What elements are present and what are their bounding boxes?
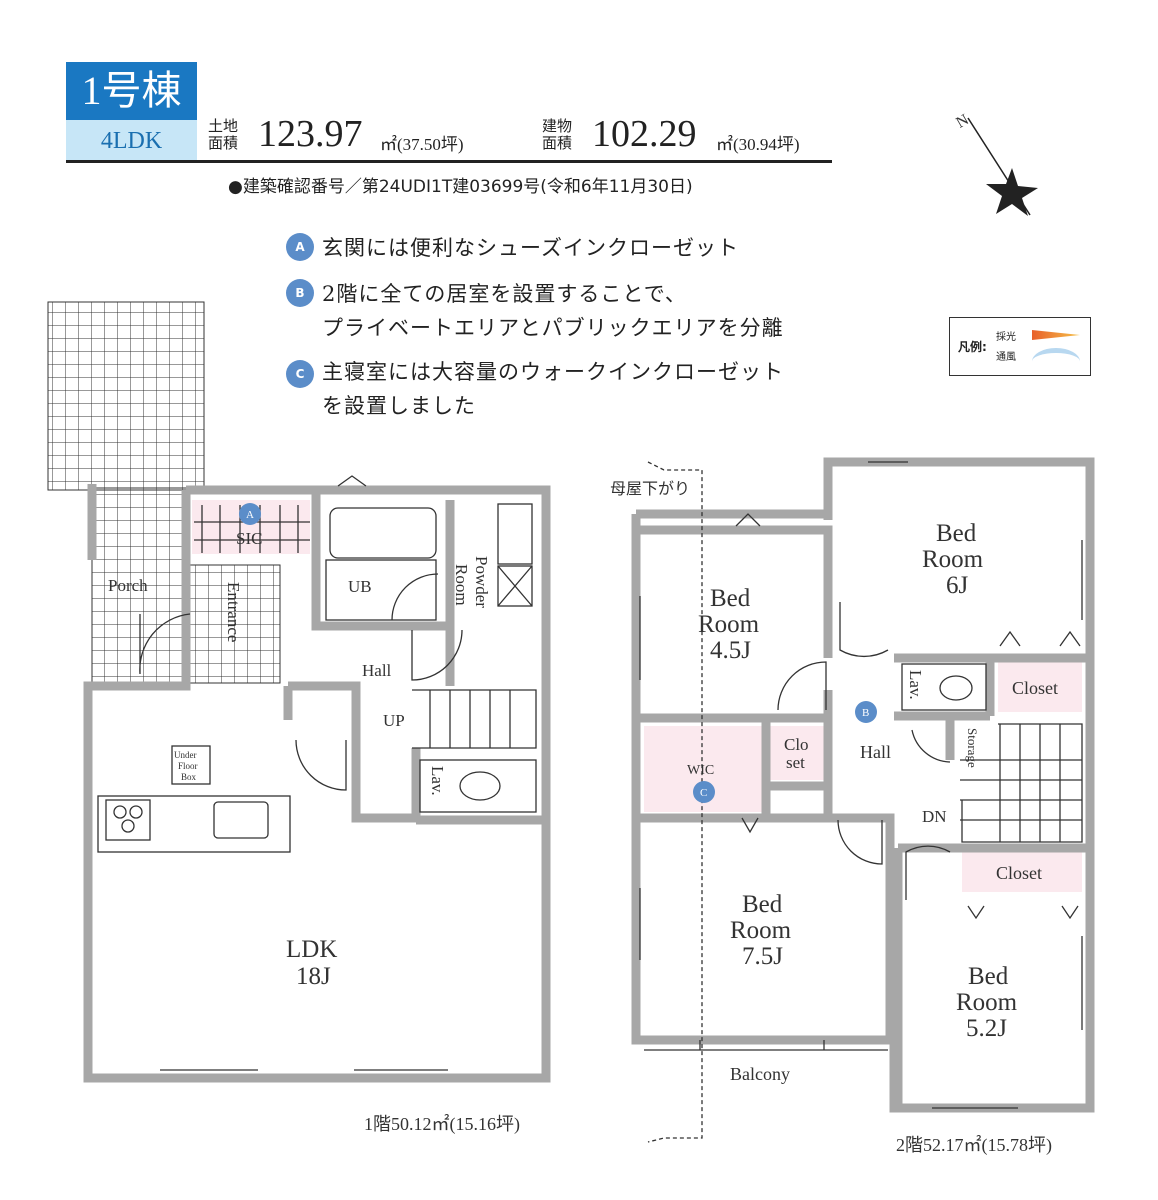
porch-tiles: [47, 301, 205, 491]
legend-title: 凡例:: [958, 340, 987, 354]
stair-down: DN: [922, 807, 947, 826]
room-bed-4-5j: Room: [698, 611, 760, 638]
room-bed-5-2j: Room: [956, 989, 1018, 1016]
room-sic: SIC: [236, 529, 262, 548]
header-rule: [66, 160, 832, 163]
room-bed-7-5j: Bed: [742, 891, 783, 918]
balcony: Balcony: [730, 1064, 790, 1084]
marker-b-plan: B: [862, 707, 869, 719]
label-line: 建物: [542, 117, 573, 135]
room-bed-4-5j: Bed: [710, 585, 751, 612]
floor2-area: 2階52.17㎡(15.78坪): [896, 1134, 1052, 1156]
room-lav-2f: Lav.: [906, 670, 925, 700]
compass-icon: N: [953, 111, 1038, 216]
marker-a: A: [286, 233, 314, 261]
room-bed-6j: Room: [922, 546, 984, 573]
entrance-tiles: [189, 564, 281, 684]
feature-b-line2: プライベートエリアとパブリックエリアを分離: [322, 316, 784, 340]
label-line: 面積: [208, 134, 239, 152]
land-area-unit: ㎡(37.50坪): [380, 135, 464, 154]
label-line: 面積: [542, 134, 573, 152]
room-powder: Room: [452, 564, 471, 606]
room-bed-6j: 6J: [946, 572, 969, 599]
marker-b: B: [286, 279, 314, 307]
under-floor-box: Floor: [178, 761, 198, 771]
feature-c-line1: 主寝室には大容量のウォークインクローゼット: [322, 360, 784, 384]
floor2-plan: B C 母屋下がり Bed Room 4.5J Bed Room 6J Lav.…: [610, 457, 1095, 1156]
feature-c-line2: を設置しました: [322, 394, 476, 418]
under-floor-box: Under: [174, 750, 197, 760]
land-area-value: 123.97: [258, 113, 363, 155]
legend: 凡例: 採光 通風: [949, 317, 1091, 376]
floor1-plan: A SIC Porch Entrance UB Powder Room Hall…: [47, 301, 551, 1135]
building-area-value: 102.29: [592, 113, 697, 155]
marker-c-plan: C: [700, 787, 707, 799]
room-wic: WIC: [687, 763, 714, 778]
room-porch: Porch: [108, 576, 148, 595]
feature-b-line1: 2階に全ての居室を設置することで、: [322, 282, 687, 306]
land-area-label: 土地面積: [208, 118, 238, 152]
closet-small: set: [786, 753, 805, 772]
room-bed-7-5j: 7.5J: [742, 943, 783, 970]
room-powder: Powder: [472, 556, 491, 608]
building-area-label: 建物面積: [542, 118, 572, 152]
legend-wind: 通風: [996, 352, 1016, 363]
wind-icon: [1032, 348, 1080, 375]
room-hall: Hall: [362, 661, 392, 680]
room-bed-5-2j: 5.2J: [966, 1015, 1007, 1042]
room-hall-2f: Hall: [860, 742, 891, 762]
closet-5-2j: Closet: [996, 863, 1042, 883]
sunlight-icon: [1032, 330, 1080, 340]
room-bed-4-5j: 4.5J: [710, 637, 751, 664]
floor1-walls: [83, 484, 551, 1083]
room-bed-5-2j: Bed: [968, 963, 1009, 990]
floor1-area: 1階50.12㎡(15.16坪): [364, 1113, 520, 1135]
feature-a: 玄関には便利なシューズインクローゼット: [322, 236, 739, 260]
room-ldk: 18J: [296, 963, 331, 990]
room-bed-6j: Bed: [936, 520, 977, 547]
porch-tiles: [91, 487, 191, 685]
under-floor-box: Box: [181, 772, 197, 782]
room-storage: Storage: [965, 728, 980, 768]
building-number: 1号棟: [66, 62, 197, 120]
closet-small: Clo: [784, 735, 809, 754]
room-ub: UB: [348, 577, 372, 596]
marker-a-plan: A: [246, 509, 254, 521]
label-line: 土地: [208, 117, 239, 135]
room-ldk: LDK: [286, 936, 337, 963]
closet-6j: Closet: [1012, 678, 1058, 698]
floor2-walls: [631, 457, 1095, 1113]
legend-light: 採光: [996, 332, 1016, 343]
marker-c: C: [286, 360, 314, 388]
eave-note: 母屋下がり: [610, 479, 690, 498]
room-bed-7-5j: Room: [730, 917, 792, 944]
room-lav: Lav.: [428, 766, 447, 796]
room-entrance: Entrance: [224, 582, 243, 642]
layout-type: 4LDK: [66, 120, 197, 160]
building-area-unit: ㎡(30.94坪): [716, 135, 800, 154]
permit-number: ●建築確認番号／第24UDI1T建03699号(令和6年11月30日): [228, 177, 693, 197]
stair-up: UP: [383, 711, 405, 730]
